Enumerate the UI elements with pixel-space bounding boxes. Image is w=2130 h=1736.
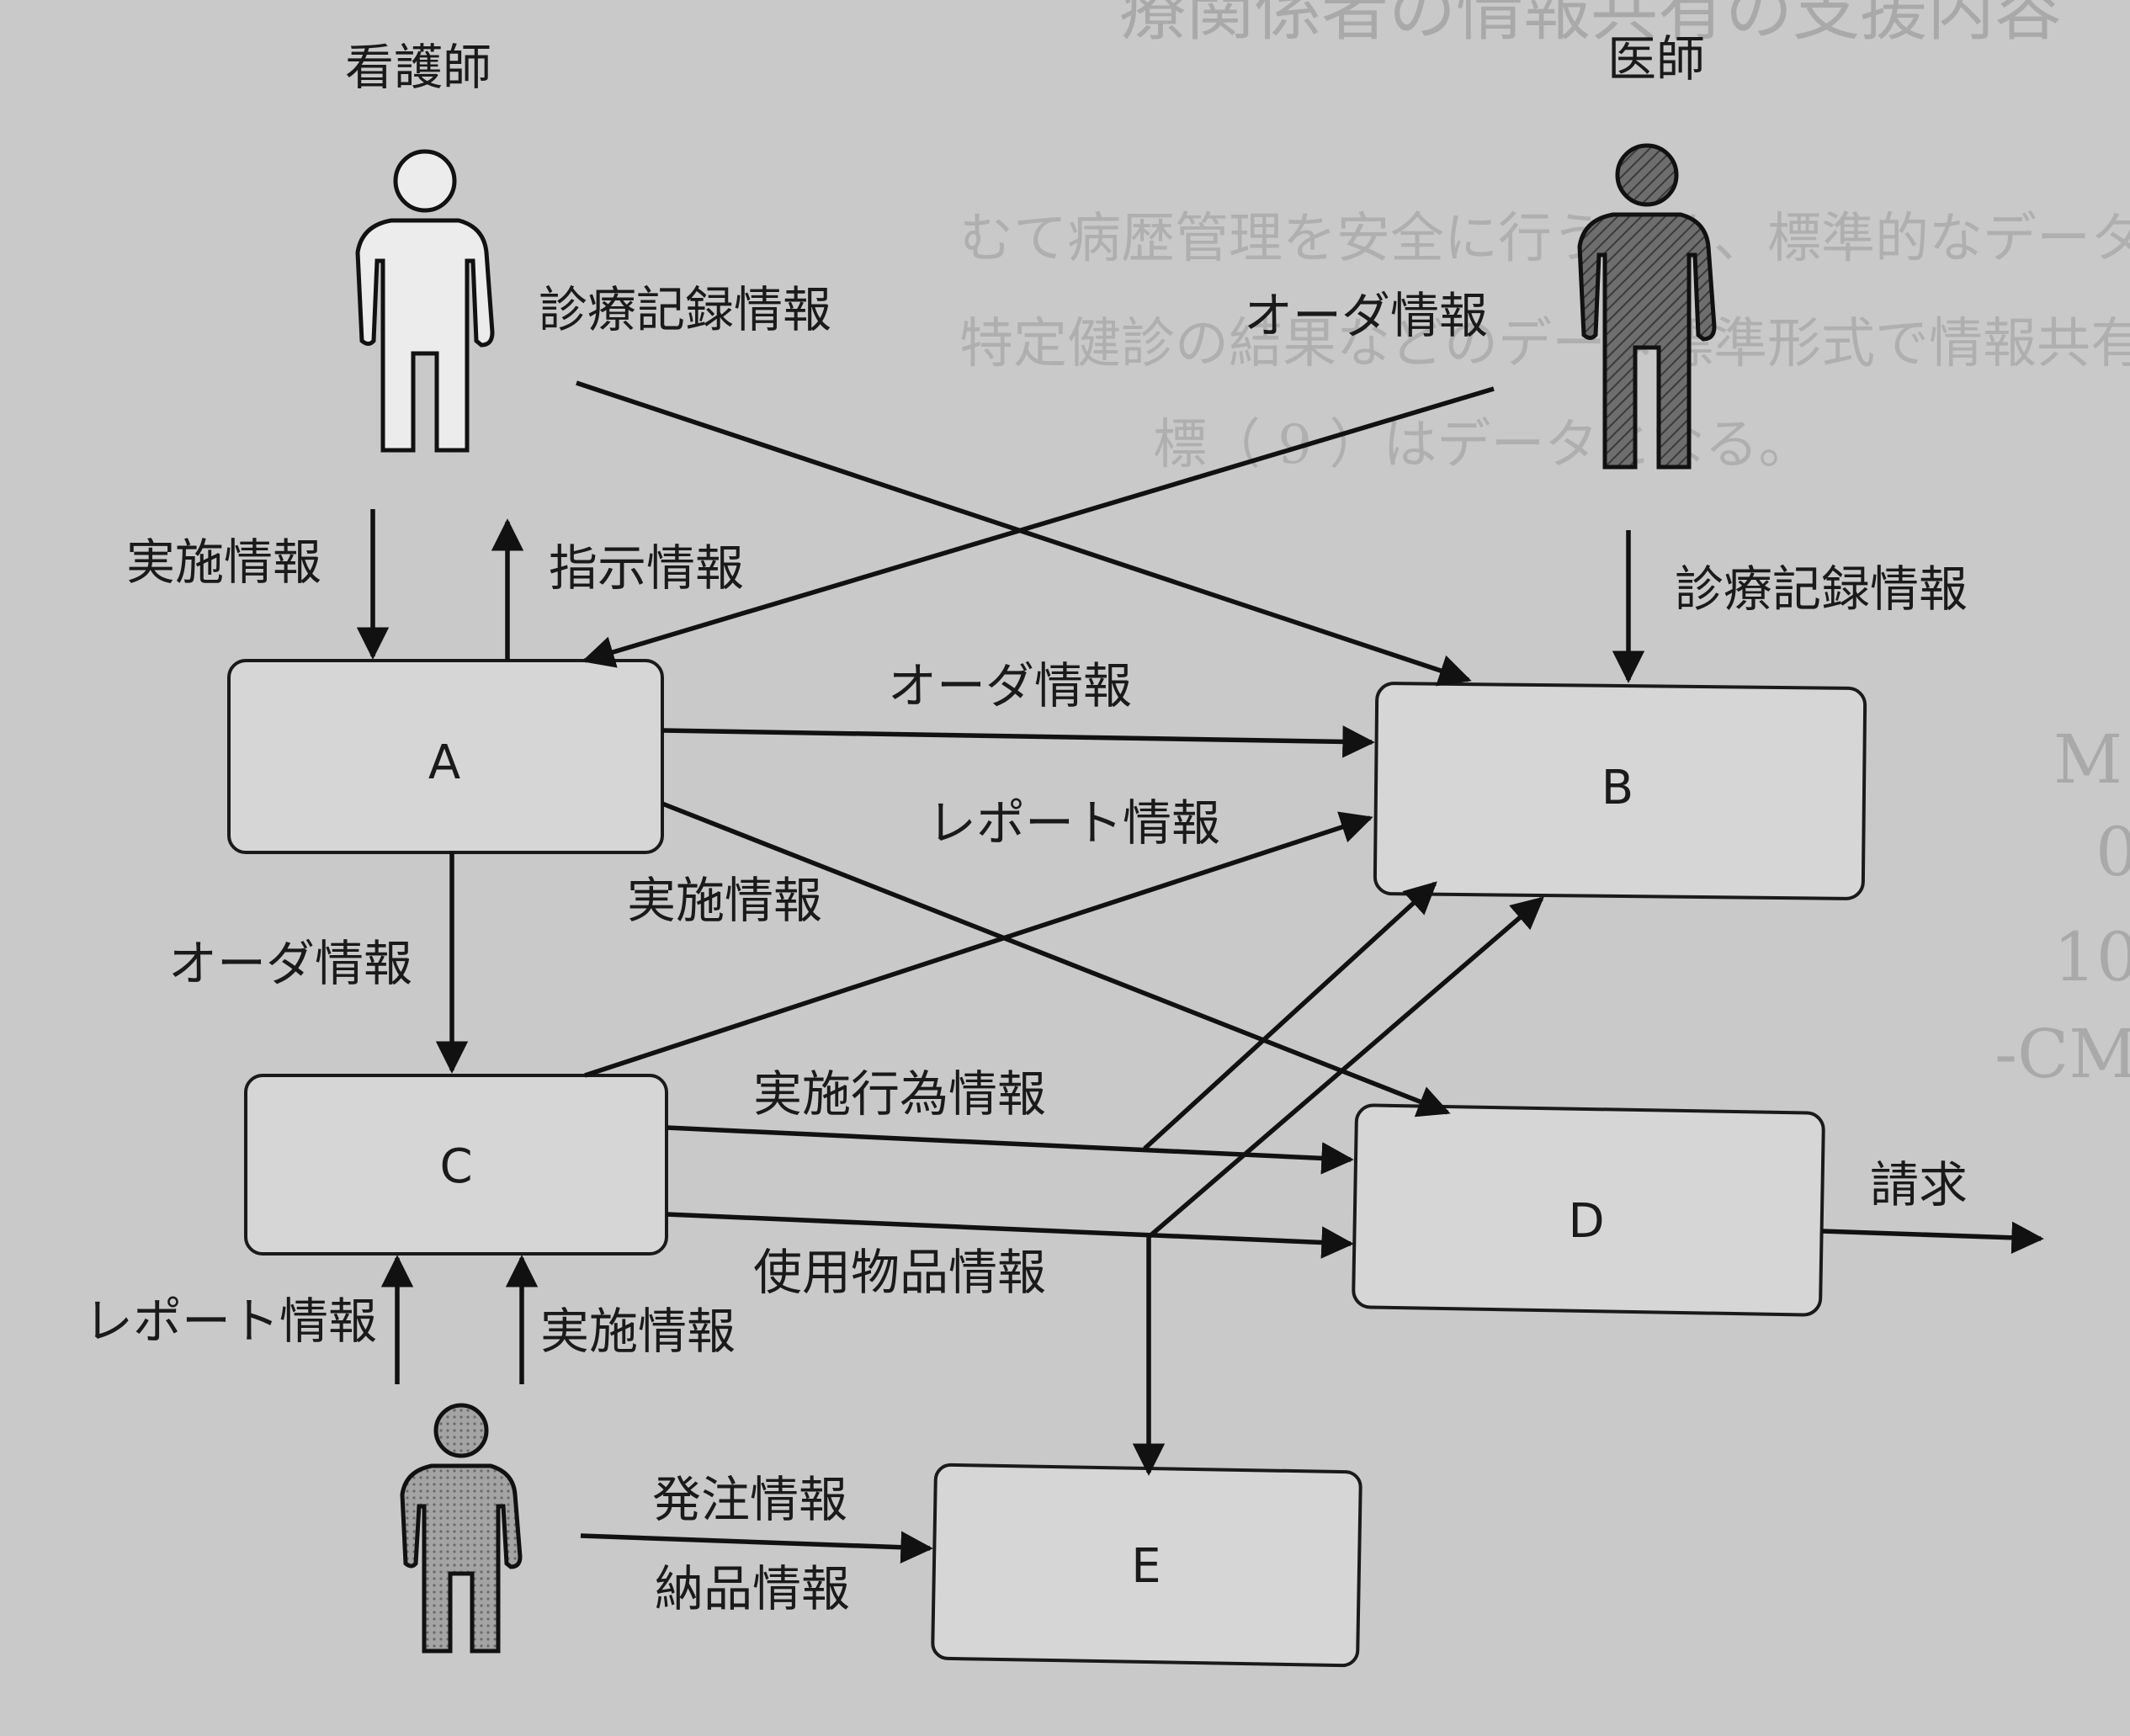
label-A-to-B: オーダ情報 bbox=[888, 657, 1132, 714]
box-D: D bbox=[1352, 1103, 1825, 1317]
box-A-label: A bbox=[428, 735, 460, 790]
label-A-to-C: オーダ情報 bbox=[168, 935, 412, 992]
label-nurse-to-A: 実施情報 bbox=[126, 534, 321, 591]
bg-heading: 療関係者の情報共有の支援内容 bbox=[1119, 0, 2062, 50]
bg-line-3: 標（ 9 ）はデータとなる。 bbox=[1153, 414, 1813, 476]
edge-goods-to-B bbox=[1147, 896, 1544, 1240]
doctor-actor: 医師 bbox=[1577, 30, 1717, 470]
box-D-label: D bbox=[1568, 1194, 1604, 1249]
box-E-label: E bbox=[1131, 1539, 1161, 1594]
label-staff-to-E-order: 発注情報 bbox=[652, 1471, 847, 1528]
nurse-label: 看護師 bbox=[345, 39, 491, 96]
box-B-label: B bbox=[1601, 761, 1633, 815]
bg-right-0: 0 bbox=[2095, 813, 2130, 891]
label-C-to-B: レポート情報 bbox=[927, 794, 1220, 852]
label-C-to-D-goods: 使用物品情報 bbox=[753, 1244, 1046, 1301]
label-doctor-to-B: 診療記録情報 bbox=[1675, 560, 1968, 618]
bg-right-10: 10 bbox=[2053, 918, 2130, 996]
edge-A-to-B bbox=[661, 725, 1375, 758]
box-C-label: C bbox=[439, 1139, 472, 1194]
box-A: A bbox=[227, 659, 664, 854]
edge-C-to-D-act bbox=[666, 1125, 1354, 1175]
edge-labels: 診療記録情報 オーダ情報 実施情報 指示情報 診療記録情報 オーダ情報 レポート… bbox=[84, 281, 1968, 1617]
bg-line-2: 特定健診の結果などのデータ標準形式で情報共有が可能となるように bbox=[959, 313, 2130, 375]
edge-A-to-D bbox=[661, 801, 1451, 1118]
bg-right-cm: -CM bbox=[1995, 1015, 2130, 1093]
label-doctor-to-A: オーダ情報 bbox=[1244, 287, 1488, 344]
edge-C-act-to-B bbox=[1143, 881, 1437, 1151]
label-A-to-nurse: 指示情報 bbox=[549, 539, 744, 597]
box-C: C bbox=[244, 1074, 668, 1256]
bg-right-m: M bbox=[2053, 720, 2122, 799]
edges bbox=[356, 380, 2044, 1563]
person-hatched-icon bbox=[1577, 143, 1717, 470]
bg-line-1: むて病歴管理を安全に行うため、標準的なデータ形式で入力することが bbox=[959, 208, 2130, 270]
label-nurse-to-B: 診療記録情報 bbox=[539, 281, 831, 338]
staff-actor bbox=[400, 1403, 523, 1654]
edge-C-to-B bbox=[584, 811, 1373, 1078]
label-D-out: 請求 bbox=[1870, 1156, 1968, 1213]
nurse-actor: 看護師 bbox=[345, 39, 495, 453]
edge-C-to-D-goods bbox=[666, 1212, 1354, 1259]
box-E: E bbox=[931, 1463, 1362, 1668]
background-text: 療関係者の情報共有の支援内容 むて病歴管理を安全に行うため、標準的なデータ形式で… bbox=[959, 0, 2130, 1093]
label-staff-to-C-exec: 実施情報 bbox=[540, 1303, 736, 1360]
label-A-to-D: 実施情報 bbox=[627, 872, 822, 929]
box-B: B bbox=[1373, 682, 1867, 900]
edge-doctor-to-A bbox=[582, 386, 1495, 668]
person-dotted-icon bbox=[400, 1403, 523, 1654]
person-outline-icon bbox=[355, 149, 495, 453]
edge-staff-to-E bbox=[580, 1531, 933, 1563]
label-C-to-D-act: 実施行為情報 bbox=[753, 1065, 1046, 1123]
label-staff-to-C-report: レポート情報 bbox=[84, 1293, 377, 1350]
label-staff-to-E-delivery: 納品情報 bbox=[655, 1560, 850, 1617]
doctor-label: 医師 bbox=[1607, 30, 1705, 88]
edge-D-out bbox=[1821, 1221, 2044, 1255]
